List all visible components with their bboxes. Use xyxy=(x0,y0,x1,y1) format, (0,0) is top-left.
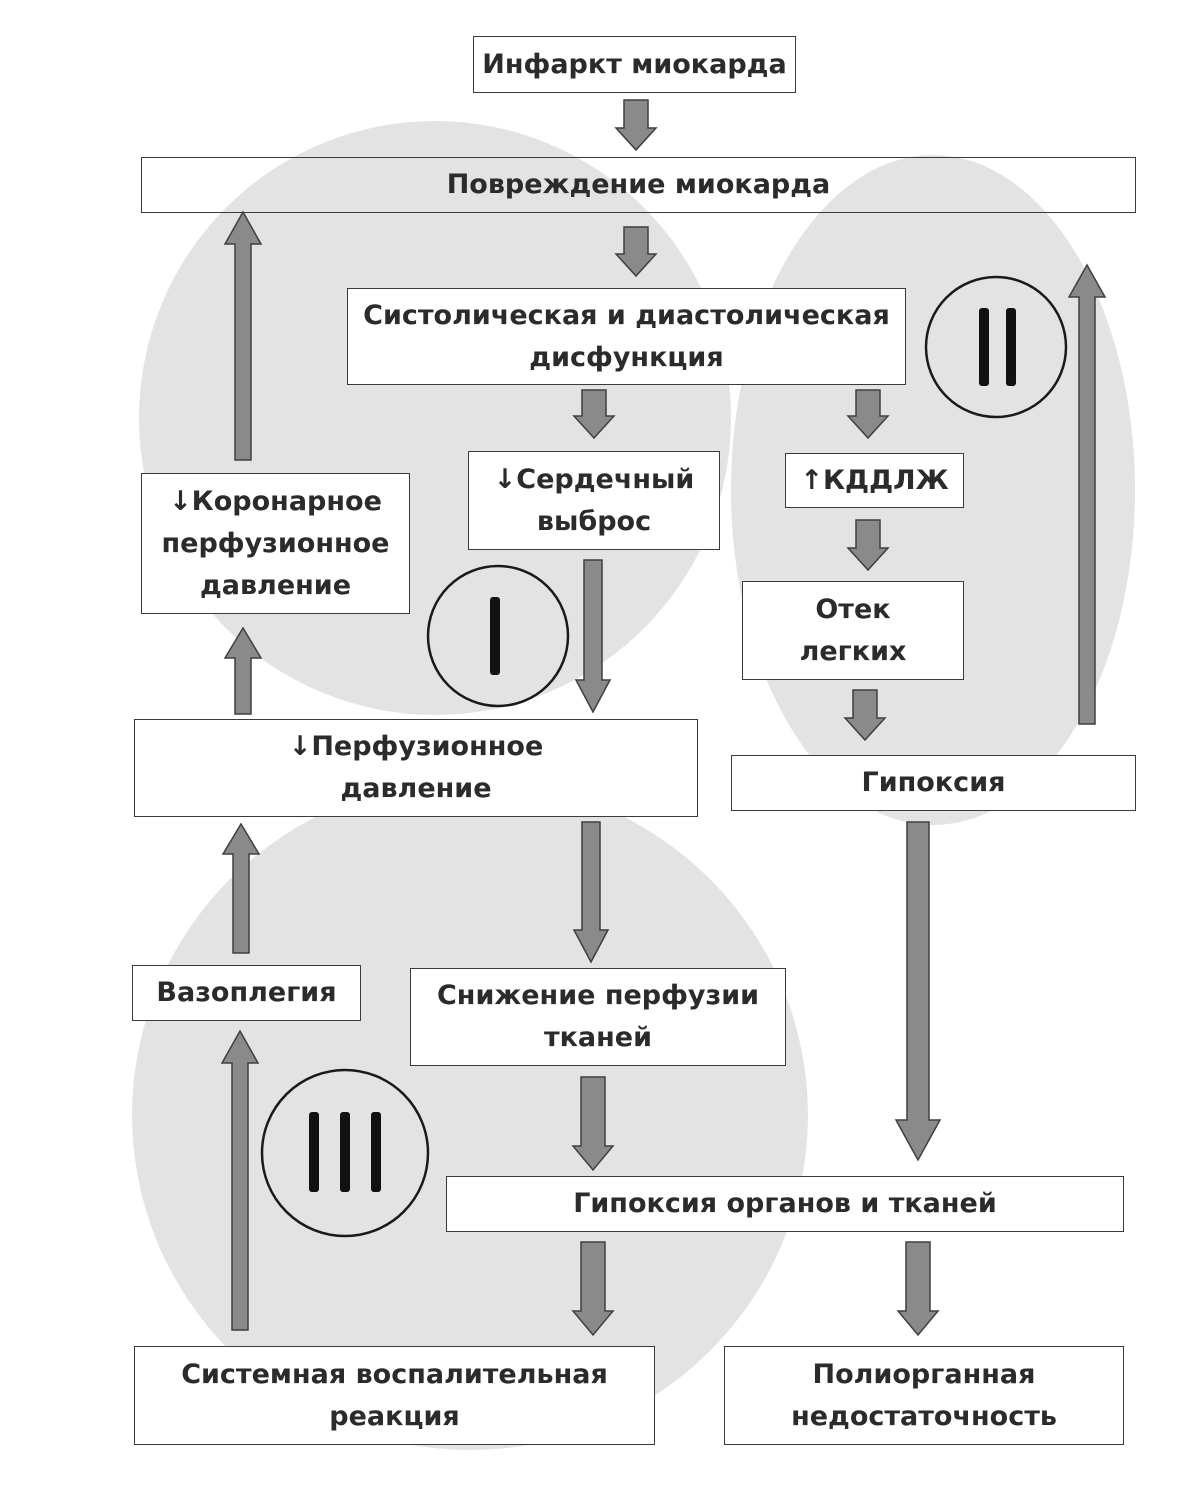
arrow-output-to-perfusion xyxy=(574,559,612,714)
node-vasoplegia: Вазоплегия xyxy=(132,965,361,1021)
arrow-inflammation-to-vasoplegia xyxy=(220,1029,260,1331)
arrow-kddlzh-to-edema xyxy=(846,519,890,572)
arrows-layer xyxy=(220,99,1107,1337)
arrow-dysfunction-to-kddlzh xyxy=(846,389,890,440)
node-perfusion-pressure: ↓Перфузионное давление xyxy=(134,719,698,817)
arrow-infarct-to-damage xyxy=(614,99,658,152)
node-dysfunction: Систолическая и диастолическая дисфункци… xyxy=(347,288,906,385)
zone-2-marker xyxy=(924,275,1068,419)
node-multiorgan-failure: Полиорганная недостаточность xyxy=(724,1346,1124,1445)
node-coronary-pressure: ↓Коронарное перфузионное давление xyxy=(141,473,410,614)
arrow-organ-hypoxia-to-mof xyxy=(896,1241,940,1337)
node-lung-edema: Отек легких xyxy=(742,581,964,680)
node-organ-hypoxia: Гипоксия органов и тканей xyxy=(446,1176,1124,1232)
arrow-organ-hypoxia-to-inflammation xyxy=(571,1241,615,1337)
node-hypoxia: Гипоксия xyxy=(731,755,1136,811)
arrow-hypoxia-to-damage xyxy=(1067,263,1107,725)
arrow-perfusion-to-tissue xyxy=(572,821,610,964)
node-tissue-perfusion: Снижение перфузии тканей xyxy=(410,968,786,1066)
arrow-perfusion-to-coronary xyxy=(223,626,263,715)
node-cardiac-output: ↓Сердечный выброс xyxy=(468,451,720,550)
arrow-dysfunction-to-output xyxy=(572,389,616,440)
arrow-vasoplegia-to-perfusion xyxy=(221,822,261,954)
arrow-coronary-to-damage xyxy=(223,210,263,461)
arrow-tissue-to-organ-hypoxia xyxy=(571,1076,615,1172)
arrow-edema-to-hypoxia xyxy=(843,689,887,742)
zone-3-marker xyxy=(260,1068,430,1238)
arrow-hypoxia-to-organ-hypoxia xyxy=(894,821,942,1162)
node-inflammation: Системная воспалительная реакция xyxy=(134,1346,655,1445)
node-infarct: Инфаркт миокарда xyxy=(473,36,796,93)
node-myocardial-damage: Повреждение миокарда xyxy=(141,157,1136,213)
zone-3-ellipse xyxy=(132,780,808,1450)
node-kddlzh: ↑КДДЛЖ xyxy=(785,453,964,508)
arrow-damage-to-dysfunction xyxy=(614,226,658,278)
zone-1-marker xyxy=(426,564,570,708)
